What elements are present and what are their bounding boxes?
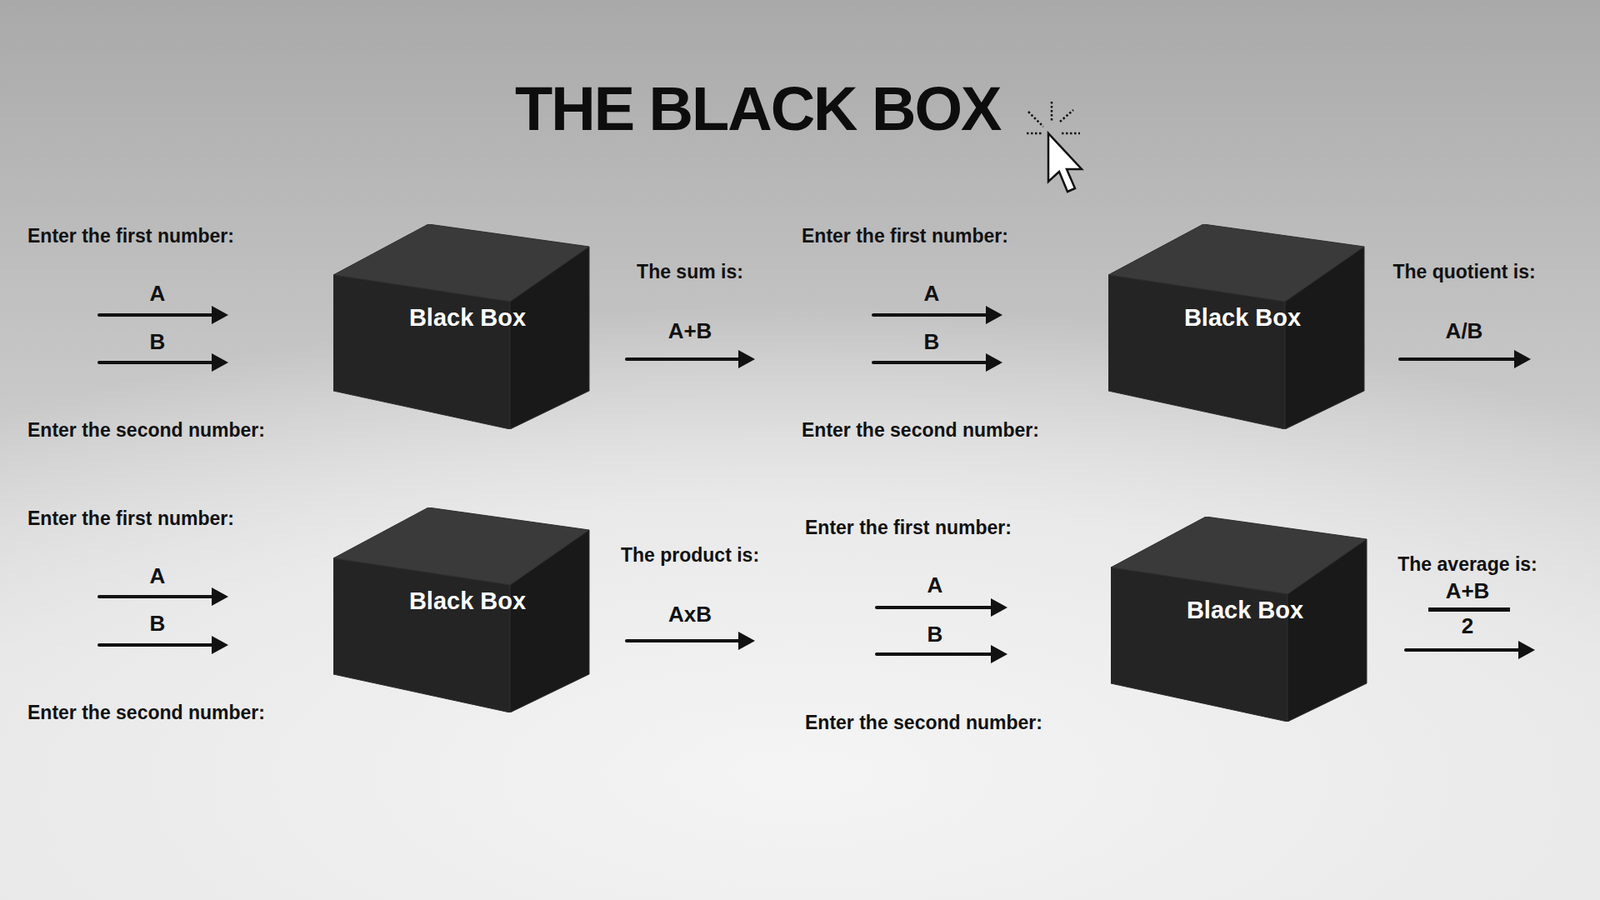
variable-name: A: [150, 281, 166, 307]
black-box: Black Box: [1108, 224, 1365, 430]
output-label: The product is:: [620, 544, 760, 566]
input-prompt: Enter the second number:: [27, 701, 265, 724]
variable-name: B: [150, 611, 166, 637]
variable-name: B: [150, 330, 166, 355]
result-expression: AxB: [668, 602, 712, 628]
box-front-face: [333, 558, 510, 713]
fraction-numerator: A+B: [1445, 579, 1490, 605]
variable-name: B: [924, 330, 940, 355]
input-prompt: Enter the second number:: [801, 419, 1040, 441]
box-front-face: [333, 275, 510, 430]
result-expression: A/B: [1445, 319, 1484, 345]
output-label: The average is:: [1397, 553, 1537, 575]
box-side-face: [510, 246, 590, 430]
box-side-face: [1285, 246, 1365, 430]
black-box: Black Box: [1110, 516, 1368, 722]
box-side-face: [510, 530, 590, 713]
variable-name: A: [927, 573, 944, 599]
fraction-denominator: 2: [1461, 614, 1474, 640]
box-label: Black Box: [333, 587, 602, 615]
variable-name: A: [150, 564, 166, 590]
input-prompt: Enter the second number:: [805, 711, 1043, 734]
variable-name: A: [924, 281, 940, 307]
black-box: Black Box: [333, 507, 590, 713]
box-label: Black Box: [333, 304, 602, 332]
box-label: Black Box: [1110, 596, 1380, 625]
cursor-icon: [1026, 101, 1082, 192]
input-prompt: Enter the second number:: [27, 419, 265, 441]
result-expression: A+B: [668, 319, 713, 345]
input-prompt: Enter the first number:: [801, 225, 1009, 247]
box-front-face: [1108, 275, 1285, 430]
box-label: Black Box: [1108, 304, 1377, 332]
page-title: THE BLACK BOX: [515, 78, 1000, 140]
input-prompt: Enter the first number:: [805, 516, 1012, 539]
input-prompt: Enter the first number:: [27, 507, 235, 530]
output-label: The sum is:: [636, 260, 744, 283]
output-label: The quotient is:: [1392, 260, 1535, 283]
box-side-face: [1287, 539, 1367, 722]
box-front-face: [1110, 567, 1288, 722]
black-box: Black Box: [333, 224, 590, 430]
variable-name: B: [927, 622, 944, 648]
input-prompt: Enter the first number:: [27, 225, 235, 247]
